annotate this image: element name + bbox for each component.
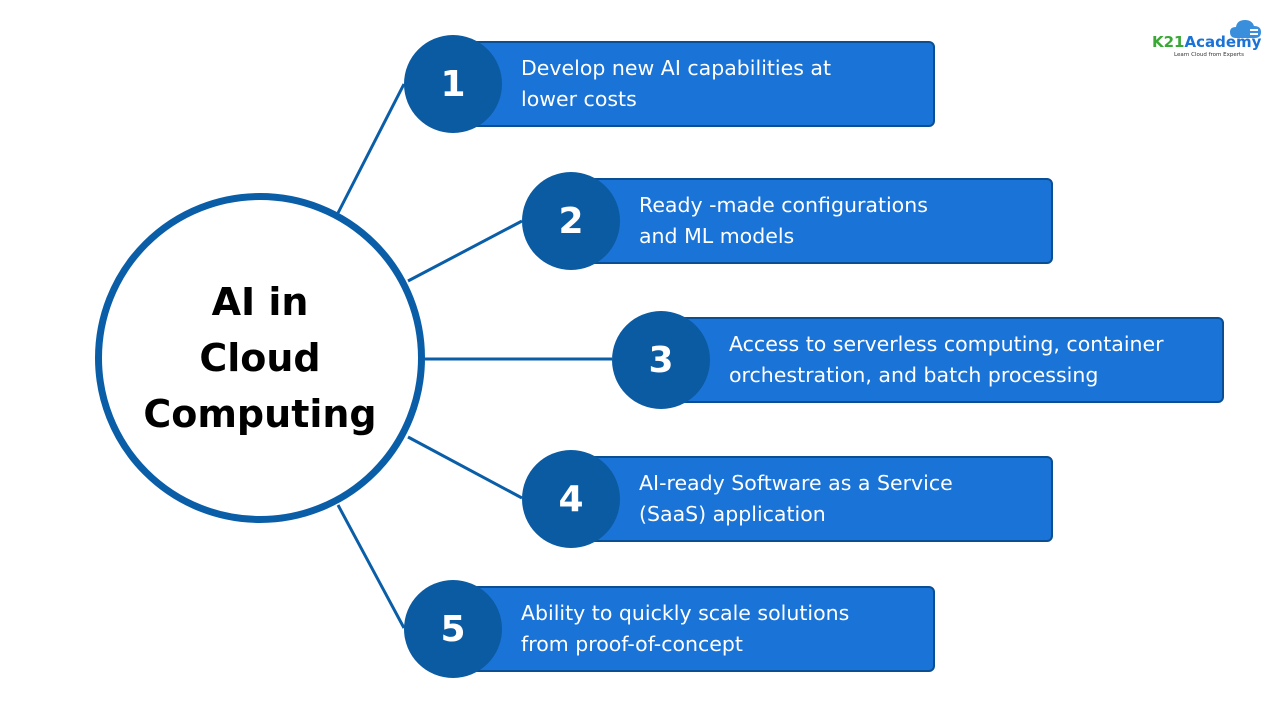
item-text-1: Develop new AI capabilities at lower cos… <box>521 53 923 115</box>
item-text-line: from proof-of-concept <box>521 632 743 656</box>
item-badge-5: 5 <box>404 580 502 678</box>
item-text-line: AI-ready Software as a Service <box>639 471 953 495</box>
hub-title-line: AI in <box>211 280 309 324</box>
connector-4 <box>407 435 523 500</box>
item-text-line: Develop new AI capabilities at <box>521 56 832 80</box>
item-card-4: AI-ready Software as a Service (SaaS) ap… <box>573 456 1053 542</box>
hub-circle: AI in Cloud Computing <box>95 193 425 523</box>
item-text-line: Ability to quickly scale solutions <box>521 601 850 625</box>
brand-logo: K21Academy Learn Cloud from Experts <box>1152 16 1272 62</box>
item-card-3: Access to serverless computing, containe… <box>663 317 1224 403</box>
hub-title: AI in Cloud Computing <box>143 274 376 442</box>
item-text-line: Ready -made configurations <box>639 193 928 217</box>
item-badge-4: 4 <box>522 450 620 548</box>
brand-name-part: K21 <box>1152 33 1185 51</box>
item-text-line: lower costs <box>521 87 637 111</box>
item-text-line: and ML models <box>639 224 795 248</box>
connector-5 <box>336 504 406 629</box>
connector-1 <box>336 83 406 214</box>
item-text-2: Ready -made configurations and ML models <box>639 190 1041 252</box>
connector-2 <box>407 219 523 283</box>
cloud-icon <box>1230 20 1261 38</box>
item-badge-1: 1 <box>404 35 502 133</box>
item-text-4: AI-ready Software as a Service (SaaS) ap… <box>639 468 1041 530</box>
item-text-line: Access to serverless computing, containe… <box>729 332 1164 356</box>
hub-title-line: Cloud <box>199 336 321 380</box>
item-badge-2: 2 <box>522 172 620 270</box>
item-card-1: Develop new AI capabilities at lower cos… <box>455 41 935 127</box>
brand-name-part: Academy <box>1184 33 1262 51</box>
item-text-5: Ability to quickly scale solutions from … <box>521 598 923 660</box>
brand-tagline: Learn Cloud from Experts <box>1174 52 1245 58</box>
item-text-3: Access to serverless computing, containe… <box>729 329 1212 391</box>
brand-name: K21Academy <box>1152 33 1261 51</box>
item-card-5: Ability to quickly scale solutions from … <box>455 586 935 672</box>
item-text-line: (SaaS) application <box>639 502 826 526</box>
item-badge-3: 3 <box>612 311 710 409</box>
item-card-2: Ready -made configurations and ML models <box>573 178 1053 264</box>
hub-title-line: Computing <box>143 392 377 436</box>
item-text-line: orchestration, and batch processing <box>729 363 1099 387</box>
